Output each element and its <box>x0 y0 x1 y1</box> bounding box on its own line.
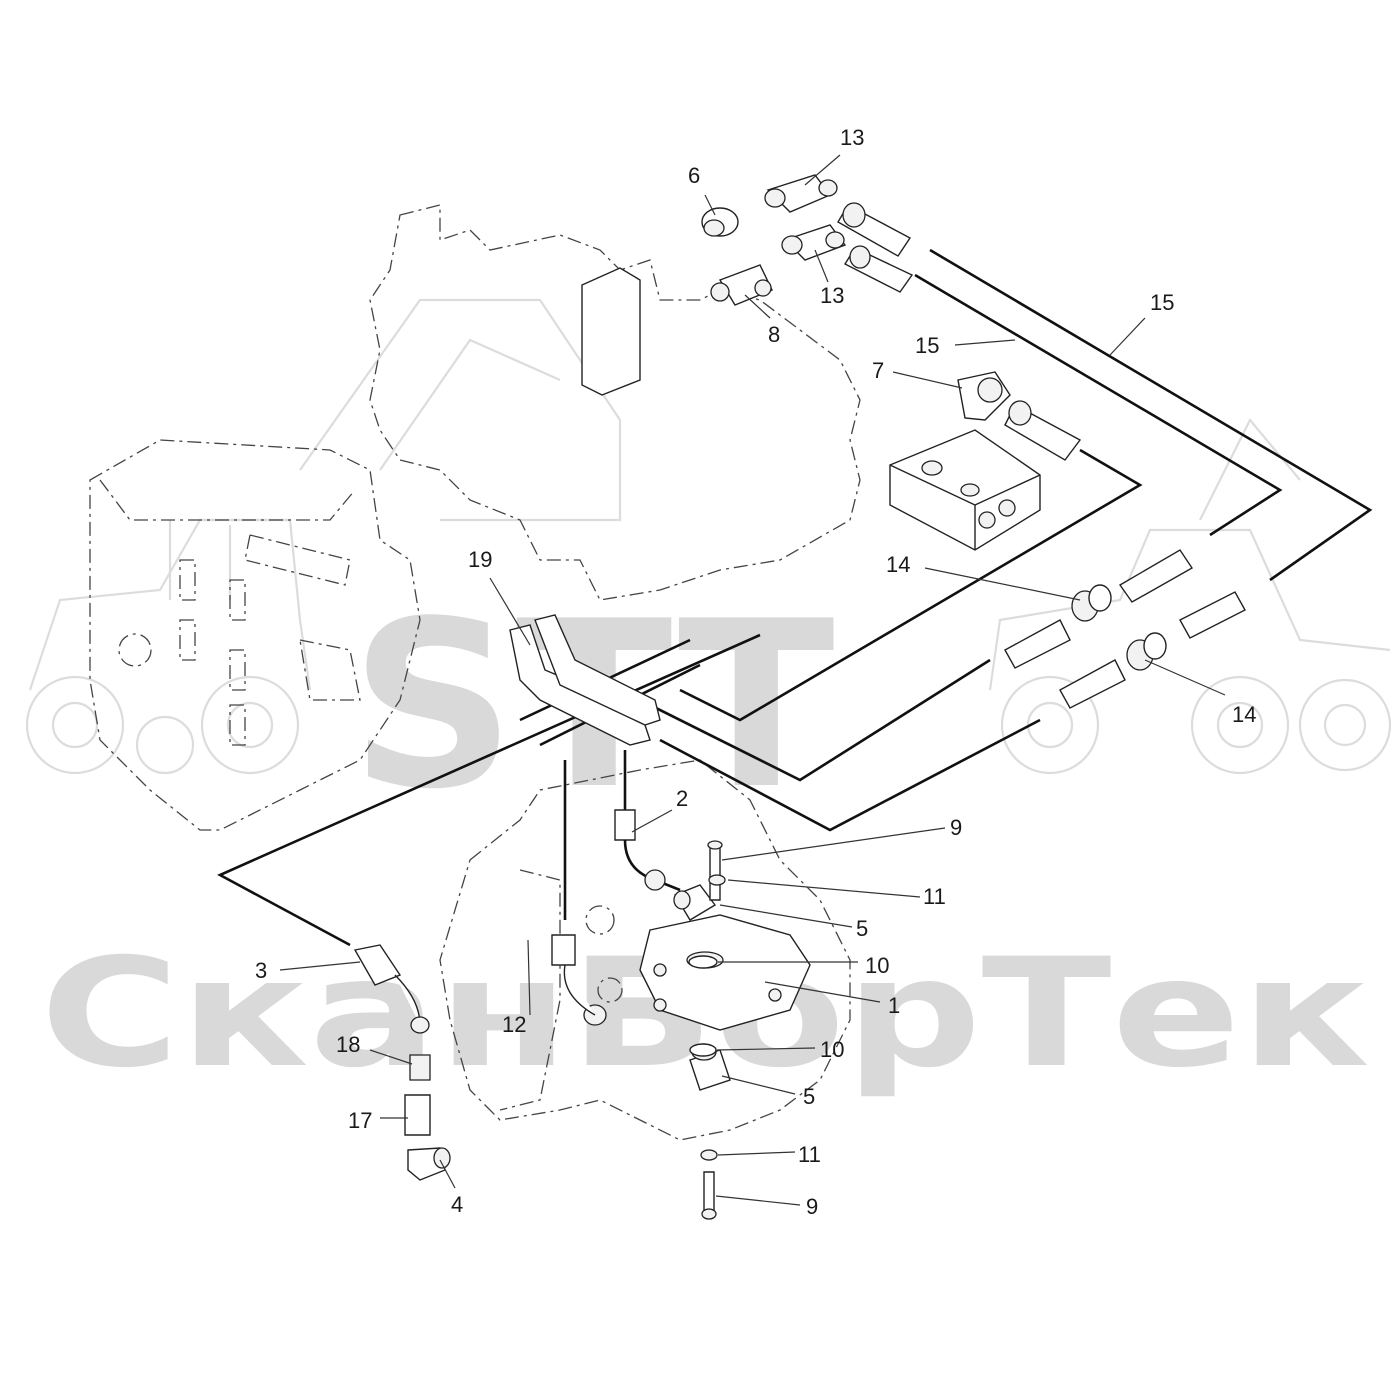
fitting-5-upper <box>673 884 717 921</box>
callout-17: 17 <box>348 1108 372 1133</box>
callout-15-right: 15 <box>1150 290 1174 315</box>
hose-end-3 <box>353 944 430 1034</box>
callout-18: 18 <box>336 1032 360 1057</box>
hose-end-15-upper <box>837 202 912 257</box>
o-ring-10-upper <box>688 955 718 969</box>
tee-fitting-8 <box>710 264 773 306</box>
callout-19: 19 <box>468 547 492 572</box>
parts <box>353 174 1246 1220</box>
bolt-9-lower <box>701 1171 717 1220</box>
hose-end-2 <box>614 809 681 892</box>
callout-2: 2 <box>676 786 688 811</box>
coupler-17 <box>404 1094 431 1136</box>
valve-block-upper <box>581 267 641 396</box>
hydraulic-pump-1 <box>639 914 811 1031</box>
hose-ends-14 <box>1004 549 1246 709</box>
phantom-chassis-frame <box>89 439 421 831</box>
valve-block-7 <box>889 429 1041 551</box>
callout-7: 7 <box>872 358 884 383</box>
callout-13-lower: 13 <box>820 283 844 308</box>
callout-12: 12 <box>502 1012 526 1037</box>
tee-fitting-13-upper <box>764 174 838 213</box>
callout-14-lower: 14 <box>1232 702 1256 727</box>
phantom-transmission-housing <box>439 759 851 1141</box>
callout-5-upper: 5 <box>856 916 868 941</box>
washer-11-lower <box>700 1149 718 1161</box>
leader-lines <box>279 154 1226 1206</box>
hose-end-15-lower <box>844 245 914 293</box>
callout-8: 8 <box>768 322 780 347</box>
watermark-tractor-left <box>25 518 312 775</box>
callout-3: 3 <box>255 958 267 983</box>
bolt-9-upper <box>707 840 723 901</box>
callout-4: 4 <box>451 1192 463 1217</box>
callout-9-lower: 9 <box>806 1194 818 1219</box>
callout-13-upper: 13 <box>840 125 864 150</box>
callout-9-upper: 9 <box>950 815 962 840</box>
hose-valve-loop <box>679 448 1143 722</box>
callout-5-lower: 5 <box>803 1084 815 1109</box>
callout-10-lower: 10 <box>820 1037 844 1062</box>
hose-end-12 <box>551 934 607 1026</box>
callout-15-left: 15 <box>915 333 939 358</box>
phantom-components <box>89 204 861 1141</box>
watermark-excavator <box>299 298 1301 522</box>
adapter-14-upper <box>1071 584 1112 622</box>
hose-long-lower-2 <box>659 718 1041 832</box>
washer-11-upper <box>708 874 726 886</box>
callout-1: 1 <box>888 993 900 1018</box>
adapter-6 <box>701 207 739 237</box>
o-ring-10-lower <box>689 1043 717 1057</box>
adapter-14-lower <box>1126 632 1167 671</box>
tee-fitting-13-lower <box>781 224 847 261</box>
elbow-4 <box>407 1147 451 1181</box>
callout-11-upper: 11 <box>923 884 946 909</box>
callout-6: 6 <box>688 163 700 188</box>
callout-labels: 13 6 13 8 15 15 7 14 14 19 2 9 11 5 10 1… <box>255 125 1256 1219</box>
elbow-fitting-7 <box>957 371 1011 421</box>
clamp-19 <box>509 614 661 746</box>
adapter-18 <box>409 1054 431 1081</box>
callout-11-lower: 11 <box>798 1142 821 1167</box>
hose-15-lower <box>914 273 1283 537</box>
callout-14-upper: 14 <box>886 552 910 577</box>
hose-end-7 <box>1004 400 1082 461</box>
callout-10-upper: 10 <box>865 953 889 978</box>
hose-long-lower-1 <box>619 658 991 782</box>
phantom-valve-body <box>369 204 861 601</box>
hose-15-upper <box>929 248 1373 582</box>
